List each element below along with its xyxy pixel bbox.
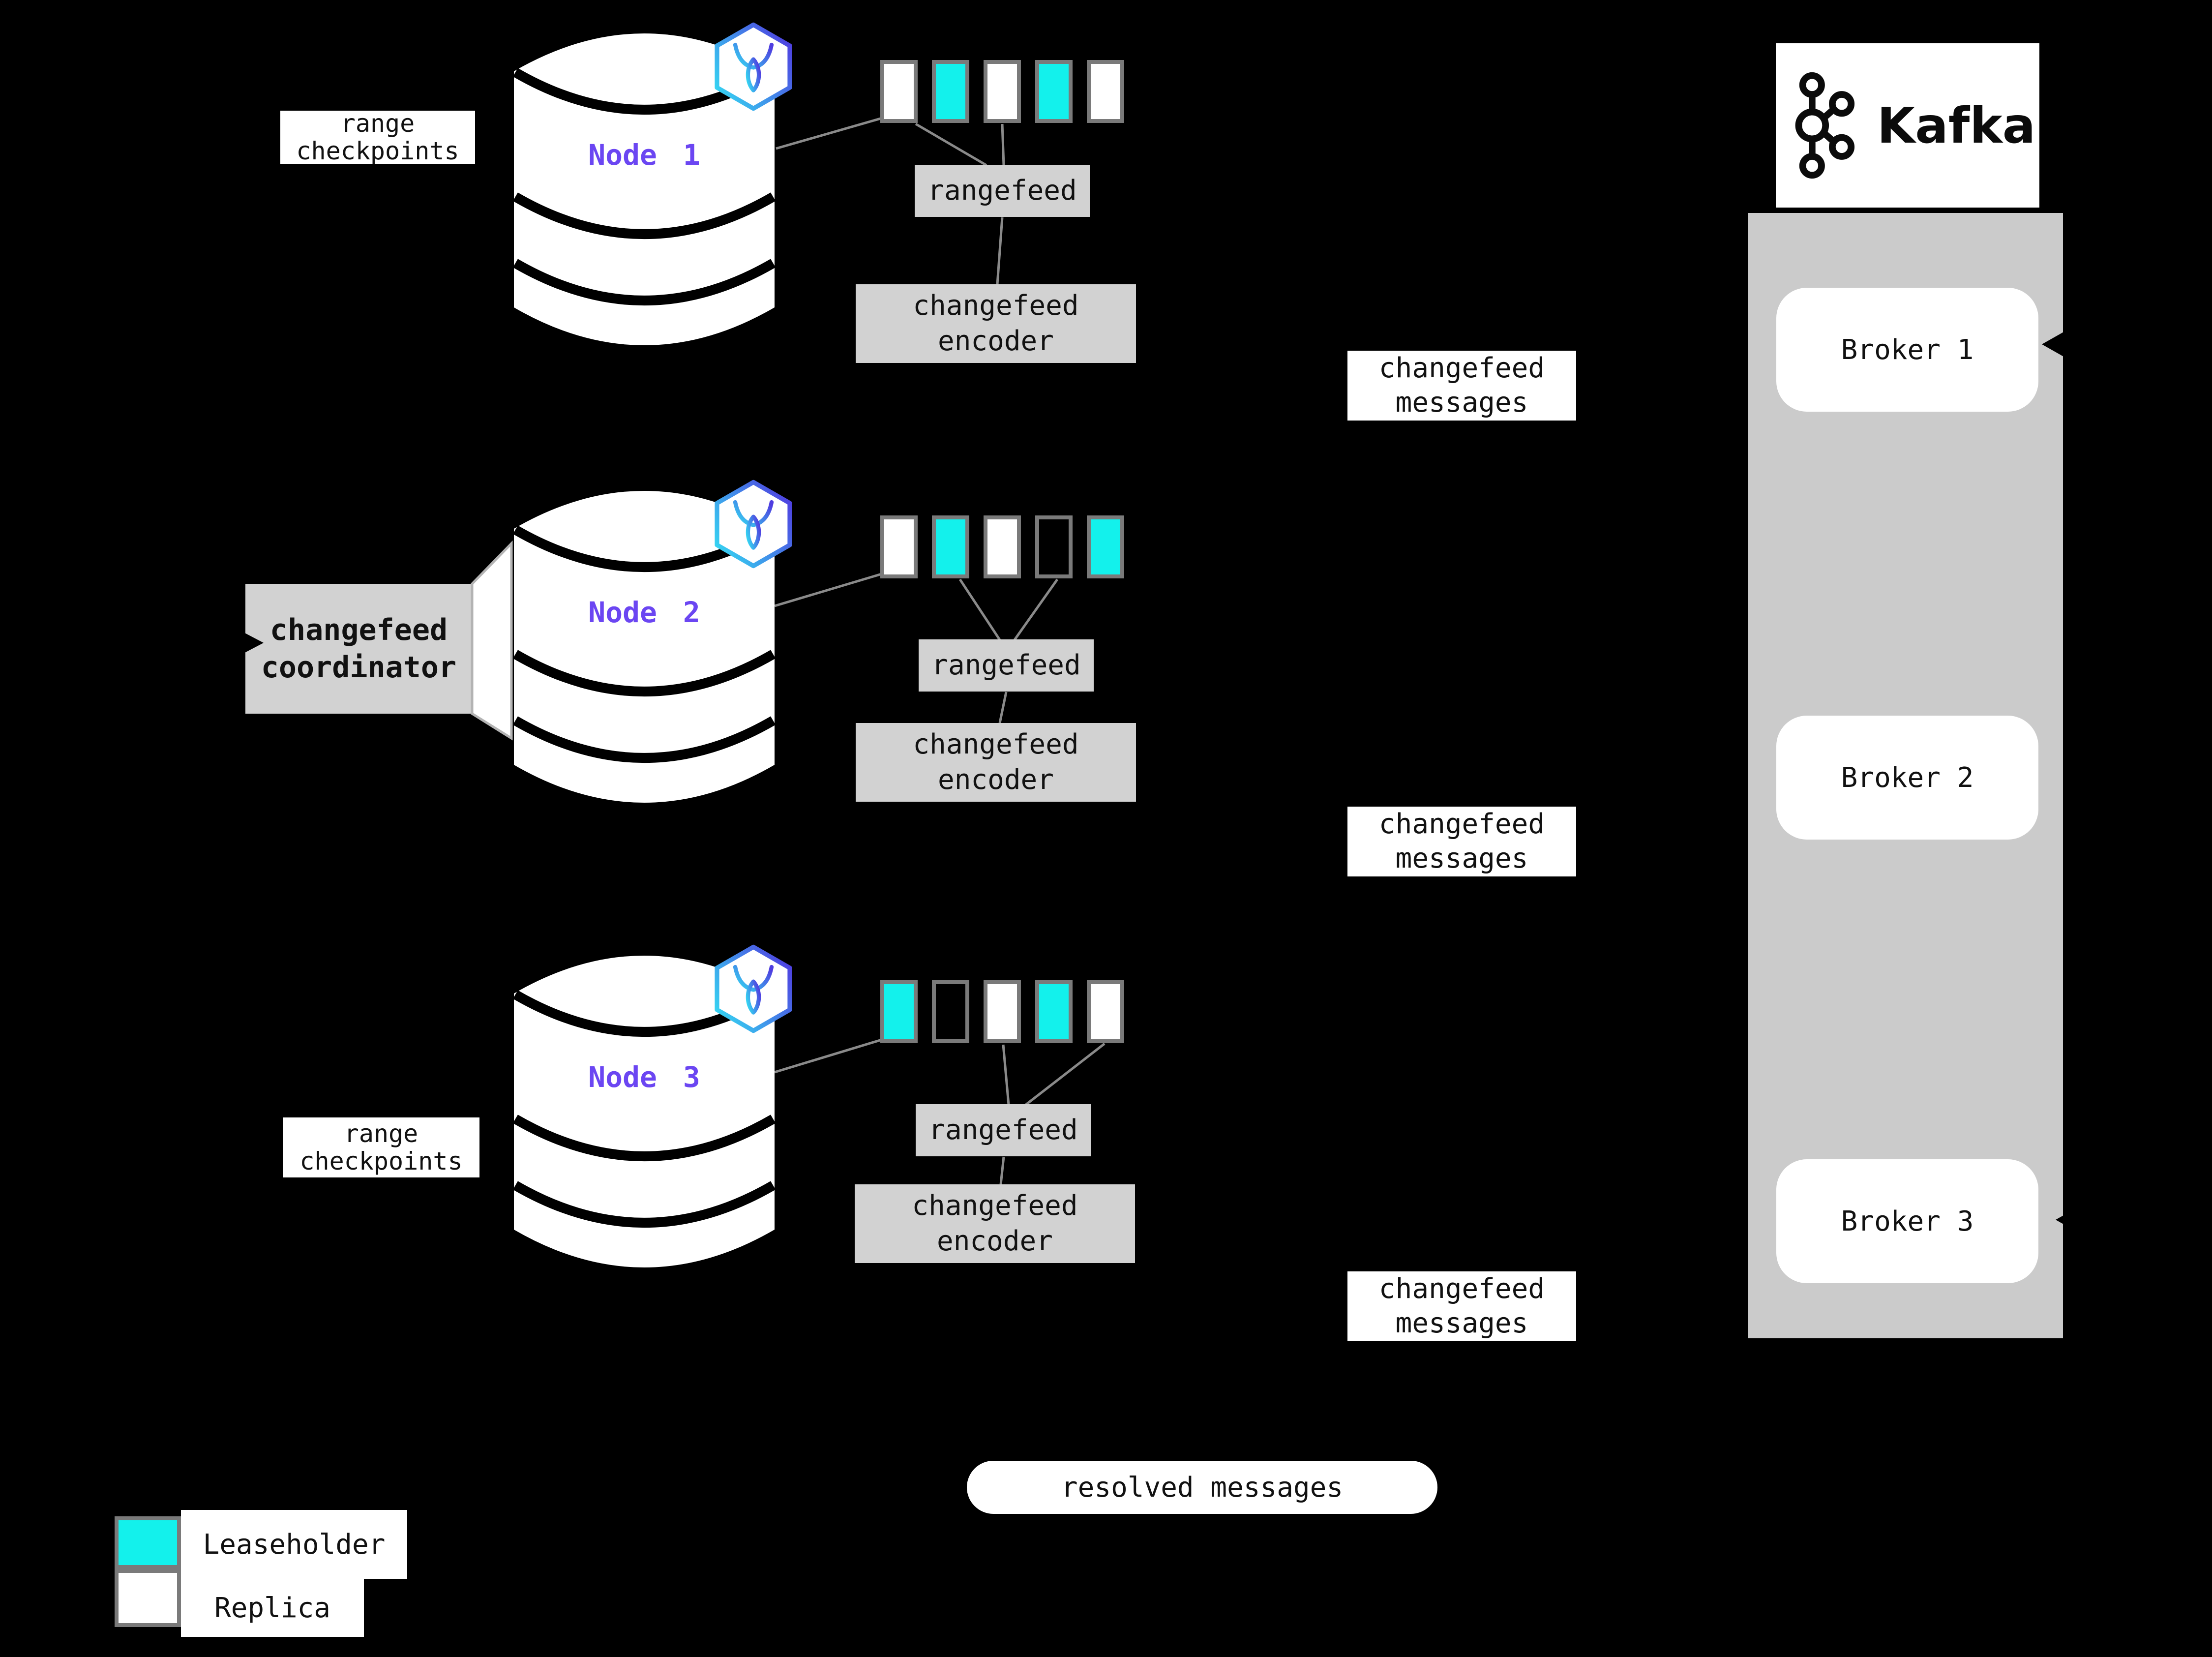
range-leaseholder-square: [880, 980, 918, 1043]
cockroachdb-badge-icon: [707, 943, 800, 1034]
changefeed-coordinator-box: changefeed coordinator: [245, 584, 472, 714]
cockroachdb-badge-icon: [707, 479, 800, 570]
range-replica-square: [984, 60, 1021, 123]
changefeed-messages-label: changefeed messages: [1347, 351, 1576, 421]
node-label: Node 3: [588, 1060, 700, 1094]
legend-replica-swatch: [115, 1569, 181, 1627]
range-squares-row: [880, 60, 1124, 123]
node-cylinder: [514, 954, 775, 1274]
node-label: Node 1: [588, 138, 700, 172]
node-cylinder: [514, 32, 775, 352]
range-leaseholder-square: [1035, 60, 1073, 123]
range-replica-square: [984, 515, 1021, 578]
kafka-logo-box: Kafka: [1776, 43, 2039, 208]
range-empty-square: [932, 980, 969, 1043]
range-leaseholder-square: [932, 60, 969, 123]
legend-replica-label: Replica: [181, 1579, 364, 1637]
node-label: Node 2: [588, 596, 700, 629]
rangefeed-box: rangefeed: [919, 639, 1094, 692]
kafka-logo-icon: [1780, 69, 1863, 182]
changefeed-messages-label: changefeed messages: [1347, 1271, 1576, 1341]
range-replica-square: [984, 980, 1021, 1043]
range-replica-square: [1087, 980, 1124, 1043]
range-checkpoints-label: range checkpoints: [280, 111, 475, 164]
rangefeed-box: rangefeed: [915, 165, 1090, 217]
coordinator-funnel: [471, 540, 513, 741]
range-leaseholder-square: [1087, 515, 1124, 578]
rangefeed-box: rangefeed: [916, 1104, 1091, 1156]
changefeed-encoder-box: changefeed encoder: [856, 723, 1136, 802]
broker-box: Broker 2: [1776, 716, 2038, 840]
range-leaseholder-square: [1035, 980, 1073, 1043]
legend-leaseholder-swatch: [115, 1516, 181, 1569]
changefeed-messages-label: changefeed messages: [1347, 807, 1576, 876]
cockroachdb-badge-icon: [707, 21, 800, 112]
range-squares-row: [880, 515, 1124, 578]
range-empty-square: [1035, 515, 1073, 578]
node-cylinder: [514, 489, 775, 809]
changefeed-encoder-box: changefeed encoder: [855, 1184, 1135, 1263]
resolved-messages-pill: resolved messages: [967, 1461, 1437, 1514]
range-squares-row: [880, 980, 1124, 1043]
range-replica-square: [880, 515, 918, 578]
broker-box: Broker 1: [1776, 288, 2038, 412]
broker-box: Broker 3: [1776, 1159, 2038, 1283]
range-leaseholder-square: [932, 515, 969, 578]
legend-leaseholder-label: Leaseholder: [181, 1510, 407, 1579]
range-checkpoints-label: range checkpoints: [283, 1117, 479, 1177]
range-replica-square: [1087, 60, 1124, 123]
changefeed-encoder-box: changefeed encoder: [856, 284, 1136, 363]
kafka-brand-text: Kafka: [1877, 96, 2036, 154]
range-replica-square: [880, 60, 918, 123]
